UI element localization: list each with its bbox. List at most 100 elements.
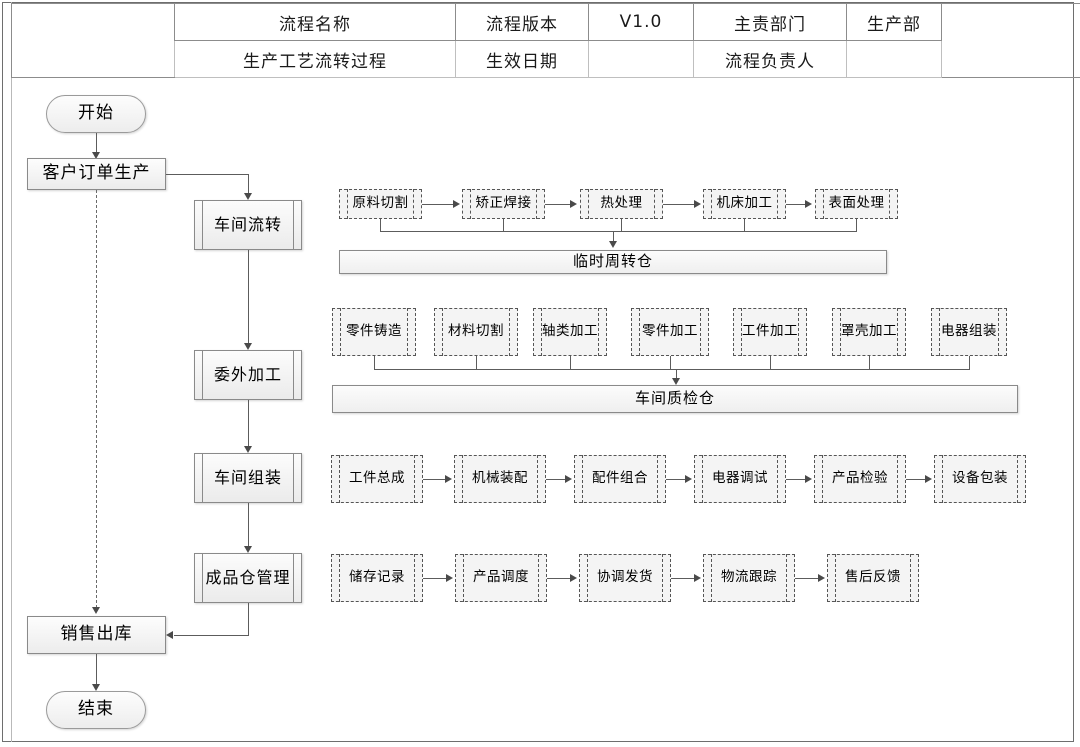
subprocess-side-bars [462, 455, 538, 503]
arrow-r2-to-store [672, 378, 680, 385]
document-header-table: 流程名称 流程版本 V1.0 主责部门 生产部 生产工艺流转过程 生效日期 流程… [11, 3, 1080, 78]
step-box-r1-2[interactable]: 热处理 [580, 189, 663, 219]
arrow-r3-2-3 [685, 475, 692, 483]
collector-r2-stem [676, 369, 677, 380]
step-box-r3-1[interactable]: 机械装配 [454, 455, 546, 503]
sales-outbound-box[interactable]: 销售出库 [27, 616, 166, 654]
step-box-r3-3[interactable]: 电器调试 [694, 455, 786, 503]
step-box-r2-0[interactable]: 零件铸造 [332, 308, 416, 356]
step-box-r1-1[interactable]: 矫正焊接 [462, 189, 545, 219]
connector-r4-2-3 [671, 578, 697, 579]
step-box-r2-1[interactable]: 材料切割 [434, 308, 518, 356]
arrow-sales-to-end [92, 684, 100, 691]
arrow-r1-1-2 [570, 200, 577, 208]
subprocess-side-bars [588, 189, 655, 219]
arrow-r1-3-4 [805, 200, 812, 208]
connector-r3-1-2 [546, 479, 568, 480]
header-cell-owner-dept-label: 主责部门 [693, 3, 847, 41]
subprocess-side-bars [823, 189, 890, 219]
connector-order-to-stage1-v [248, 174, 249, 195]
step-box-r3-4[interactable]: 产品检验 [814, 455, 906, 503]
stage-box-outsourced-processing[interactable]: 委外加工 [194, 350, 302, 400]
arrow-r4-1-2 [570, 574, 577, 582]
header-row-1: 流程名称 流程版本 V1.0 主责部门 生产部 [11, 3, 1080, 41]
step-box-r1-4[interactable]: 表面处理 [815, 189, 898, 219]
header-cell-process-name-value: 生产工艺流转过程 [174, 40, 456, 78]
arrow-r3-3-4 [805, 475, 812, 483]
drop-r2-6 [969, 356, 970, 370]
arrow-r3-0-1 [445, 475, 452, 483]
drop-r1-3 [744, 219, 745, 232]
step-box-r4-1[interactable]: 产品调度 [455, 554, 547, 602]
subprocess-side-bars [942, 455, 1018, 503]
step-box-r4-3[interactable]: 物流跟踪 [703, 554, 795, 602]
step-box-r2-2[interactable]: 轴类加工 [533, 308, 607, 356]
subprocess-side-bars [541, 308, 599, 356]
subprocess-side-bars [582, 455, 658, 503]
subprocess-side-bars [939, 308, 999, 356]
connector-stage4-to-sales-h [174, 635, 249, 636]
step-box-r2-4[interactable]: 工件加工 [733, 308, 807, 356]
subprocess-side-bars [835, 554, 911, 602]
connector-start-to-order [96, 133, 97, 154]
connector-r4-0-1 [423, 578, 449, 579]
order-production-box[interactable]: 客户订单生产 [27, 158, 166, 190]
step-box-r2-5[interactable]: 罩壳加工 [832, 308, 906, 356]
subprocess-side-bars [347, 189, 414, 219]
step-box-r3-2[interactable]: 配件组合 [574, 455, 666, 503]
step-box-r4-4[interactable]: 售后反馈 [827, 554, 919, 602]
stage-box-workshop-assembly[interactable]: 车间组装 [194, 453, 302, 503]
arrow-r4-2-3 [694, 574, 701, 582]
step-box-r2-3[interactable]: 零件加工 [631, 308, 709, 356]
header-cell-blank-right [941, 3, 1080, 41]
step-box-r4-0[interactable]: 储存记录 [331, 554, 423, 602]
connector-r3-2-3 [666, 479, 688, 480]
arrow-r4-3-4 [818, 574, 825, 582]
arrow-r1-2-3 [694, 200, 701, 208]
subprocess-side-bars [711, 554, 787, 602]
connector-r1-0-1 [422, 204, 456, 205]
subprocess-side-bars [587, 554, 663, 602]
stage-box-finished-goods-warehouse[interactable]: 成品仓管理 [194, 553, 302, 603]
connector-sales-to-end [96, 654, 97, 686]
step-box-r1-0[interactable]: 原料切割 [339, 189, 422, 219]
connector-r4-1-2 [547, 578, 573, 579]
subprocess-side-bars [711, 189, 778, 219]
collector-r1 [380, 231, 857, 232]
header-cell-version-value: V1.0 [588, 3, 694, 41]
step-box-r3-5[interactable]: 设备包装 [934, 455, 1026, 503]
subprocess-side-bars [340, 308, 408, 356]
drop-r2-5 [869, 356, 870, 370]
arrow-stage2-to-stage3 [244, 446, 252, 453]
header-cell-process-owner-label: 流程负责人 [693, 40, 847, 78]
drop-r2-4 [770, 356, 771, 370]
arrow-r1-to-store [609, 241, 617, 248]
connector-r3-4-5 [906, 479, 928, 480]
arrow-r3-4-5 [925, 475, 932, 483]
connector-r1-2-3 [663, 204, 697, 205]
start-terminator[interactable]: 开始 [46, 95, 146, 133]
subprocess-side-bars [822, 455, 898, 503]
subprocess-side-bars [639, 308, 701, 356]
arrow-order-to-sales [92, 607, 100, 614]
connector-r1-1-2 [545, 204, 573, 205]
step-box-r2-6[interactable]: 电器组装 [931, 308, 1007, 356]
storage-bar-temporary-turnover[interactable]: 临时周转仓 [339, 250, 887, 274]
drop-r2-0 [374, 356, 375, 370]
end-terminator[interactable]: 结束 [46, 691, 146, 729]
page-inner-rule [11, 2, 12, 742]
connector-r4-3-4 [795, 578, 821, 579]
connector-order-to-stage1-h [166, 174, 249, 175]
connector-r3-0-1 [423, 479, 448, 480]
subprocess-side-bars [741, 308, 799, 356]
arrow-r3-1-2 [565, 475, 572, 483]
arrow-stage3-to-stage4 [244, 546, 252, 553]
subprocess-side-bars [702, 455, 778, 503]
step-box-r1-3[interactable]: 机床加工 [703, 189, 786, 219]
stage-box-workshop-transfer[interactable]: 车间流转 [194, 200, 302, 250]
storage-bar-workshop-inspection[interactable]: 车间质检仓 [332, 385, 1018, 413]
step-box-r3-0[interactable]: 工件总成 [331, 455, 423, 503]
subprocess-side-bars [470, 189, 537, 219]
connector-r3-3-4 [786, 479, 808, 480]
step-box-r4-2[interactable]: 协调发货 [579, 554, 671, 602]
